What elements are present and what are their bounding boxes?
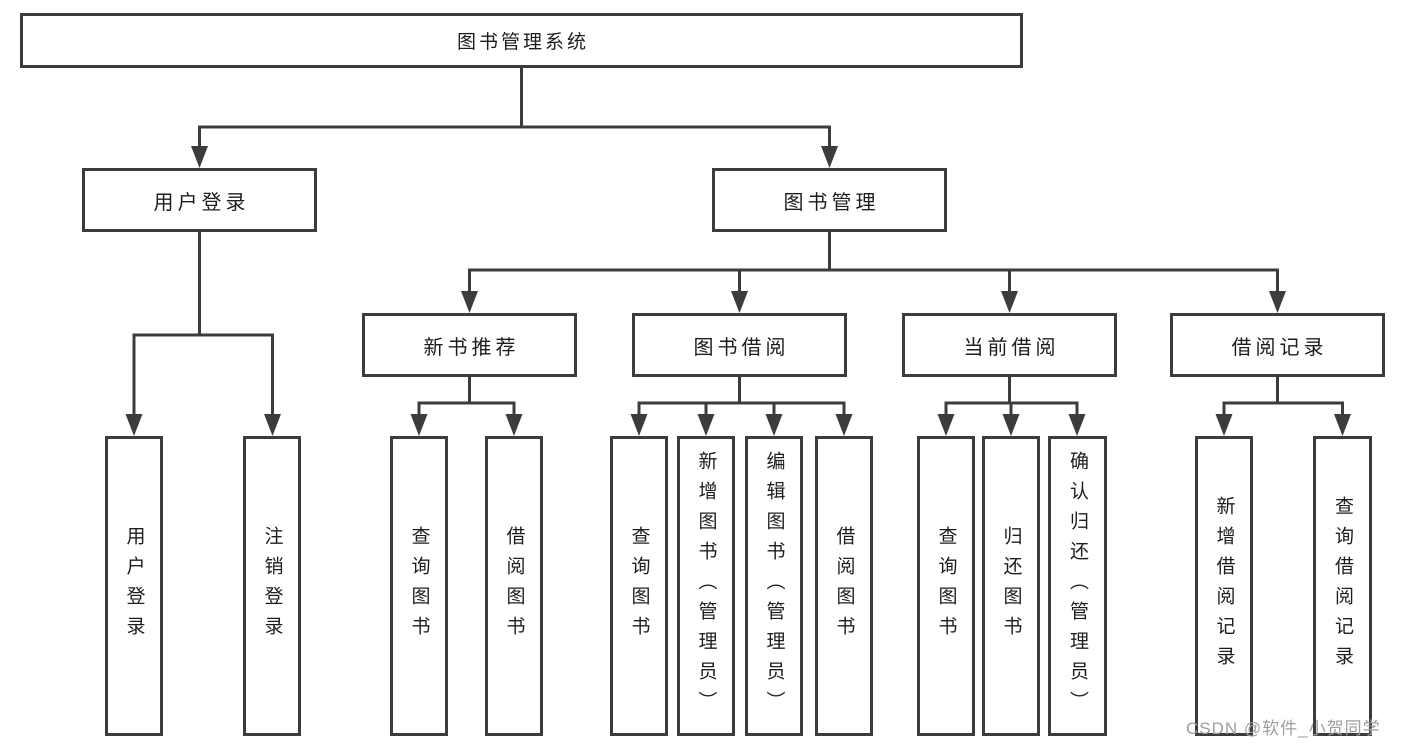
leaf-label: 借阅图书	[503, 526, 525, 646]
leaf-newbook-borrow-books: 借阅图书	[485, 436, 543, 736]
node-label: 图书管理系统	[456, 32, 589, 53]
node-label: 借阅记录	[1231, 336, 1328, 359]
leaf-label: 归还图书	[1000, 526, 1022, 646]
node-book-management: 图书管理	[712, 168, 947, 232]
leaf-borrowing-borrow-books: 借阅图书	[815, 436, 873, 736]
leaf-label: 新增图书（管理员）	[695, 451, 717, 721]
node-current-borrowing: 当前借阅	[902, 313, 1117, 377]
leaf-newbook-query-books: 查询图书	[390, 436, 448, 736]
node-label: 图书管理	[783, 191, 880, 214]
leaf-label: 查询图书	[628, 526, 650, 646]
leaf-current-query-books: 查询图书	[917, 436, 975, 736]
node-label: 新书推荐	[423, 336, 520, 359]
leaf-logout: 注销登录	[243, 436, 301, 736]
node-book-borrowing: 图书借阅	[632, 313, 847, 377]
node-book-management-system: 图书管理系统	[20, 13, 1023, 68]
node-label: 当前借阅	[963, 336, 1060, 359]
node-new-book-recommendation: 新书推荐	[362, 313, 577, 377]
leaf-records-add-borrow-record: 新增借阅记录	[1195, 436, 1253, 736]
leaf-borrowing-add-books-admin: 新增图书（管理员）	[677, 436, 735, 736]
node-label: 用户登录	[153, 191, 250, 214]
leaf-label: 借阅图书	[833, 526, 855, 646]
leaf-borrowing-query-books: 查询图书	[610, 436, 668, 736]
leaf-label: 查询图书	[408, 526, 430, 646]
leaf-label: 确认归还（管理员）	[1067, 451, 1088, 721]
leaf-current-confirm-return-admin: 确认归还（管理员）	[1048, 436, 1107, 736]
leaf-label: 注销登录	[261, 526, 283, 646]
leaf-label: 查询借阅记录	[1332, 496, 1353, 676]
leaf-label: 编辑图书（管理员）	[763, 451, 785, 721]
node-borrowing-records: 借阅记录	[1170, 313, 1385, 377]
csdn-watermark: CSDN @软件_小贺同学	[1186, 719, 1381, 738]
leaf-borrowing-edit-books-admin: 编辑图书（管理员）	[745, 436, 803, 736]
leaf-user-login: 用户登录	[105, 436, 163, 736]
leaf-label: 新增借阅记录	[1213, 496, 1235, 676]
leaf-records-query-borrow-record: 查询借阅记录	[1313, 436, 1372, 736]
leaf-label: 用户登录	[123, 526, 145, 646]
leaf-current-return-books: 归还图书	[982, 436, 1040, 736]
leaf-label: 查询图书	[935, 526, 957, 646]
node-user-login: 用户登录	[82, 168, 317, 232]
node-label: 图书借阅	[693, 336, 790, 359]
